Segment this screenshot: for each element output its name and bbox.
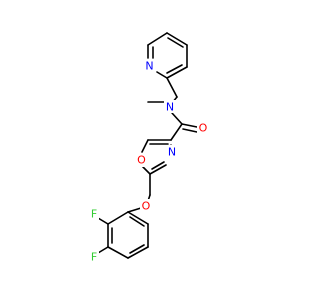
atom-label-carbonyl-o: O	[197, 121, 209, 135]
svg-text:O: O	[142, 200, 151, 213]
atom-label-amide-n: N	[164, 100, 176, 114]
atom-label-oxazole-o: O	[135, 153, 148, 167]
atom-label-fluorine-3: F	[89, 250, 99, 264]
atom-label-ether-o: O	[140, 199, 152, 213]
linker-bonds	[147, 77, 183, 125]
svg-text:N: N	[145, 60, 153, 73]
atom-label-oxazole-n: N	[166, 145, 178, 159]
svg-text:F: F	[91, 251, 97, 264]
svg-text:N: N	[168, 146, 176, 159]
atom-label-pyridine-n: N	[144, 59, 155, 73]
svg-text:F: F	[91, 208, 97, 221]
molecule-structure: N N O N O O F F	[89, 32, 209, 264]
svg-text:O: O	[199, 122, 208, 135]
carbonyl-bonds	[181, 123, 198, 133]
difluorophenyl-ring	[97, 211, 149, 259]
pyridine-ring	[147, 32, 188, 79]
svg-text:N: N	[166, 101, 174, 114]
svg-text:O: O	[137, 154, 146, 167]
atom-label-fluorine-2: F	[89, 207, 99, 221]
